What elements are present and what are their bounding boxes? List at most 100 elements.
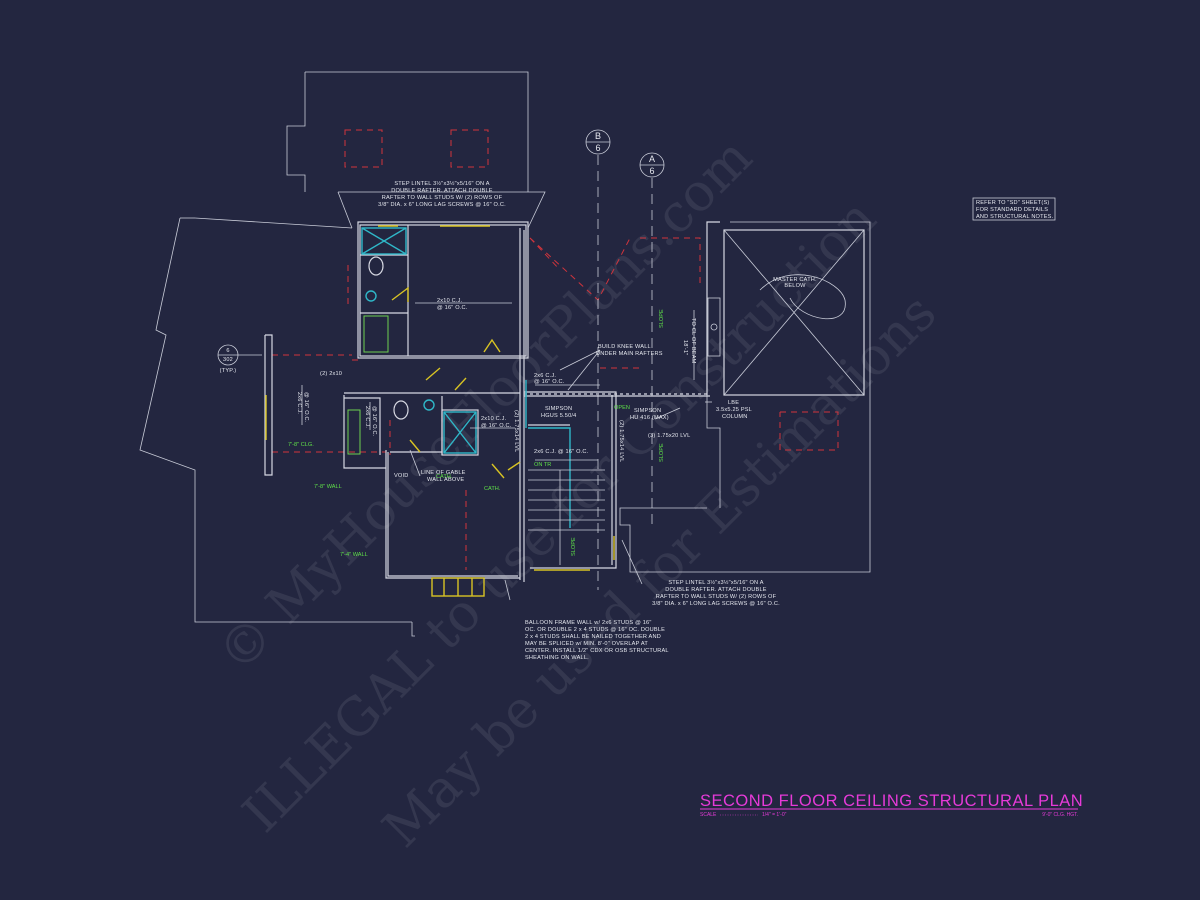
- note-simpson-2: SIMPSON HU 416 (MAX): [630, 408, 669, 421]
- open-label: OPEN: [614, 405, 630, 411]
- gable-1: LINE OF GABLE: [421, 470, 466, 476]
- balloon-6: SHEATHING ON WALL.: [525, 655, 589, 661]
- section-typ: (TYP.): [220, 368, 237, 374]
- note-balloon: BALLOON FRAME WALL w/ 2x6 STUDS @ 16" OC…: [525, 620, 669, 661]
- lintel-top-2: DOUBLE RAFTER. ATTACH DOUBLE: [391, 188, 493, 194]
- cath-label-2: CATH.: [484, 486, 501, 492]
- note-simpson-1: SIMPSON HGUS 5.50/4: [541, 406, 576, 419]
- section-marker: 6 302 (TYP.): [217, 344, 262, 374]
- cath-label-1: CATH.: [436, 474, 453, 480]
- knee-2: UNDER MAIN RAFTERS: [596, 351, 663, 357]
- grid-a-sheet: 6: [649, 166, 654, 176]
- lintel-bot-3: RAFTER TO WALL STUDS W/ (2) ROWS OF: [656, 594, 777, 600]
- wall-label-2: 7'-4" WALL: [340, 552, 368, 558]
- note-master: MASTER CATH. BELOW: [773, 277, 817, 289]
- lvl3: (2) 1.75x14 LVL: [618, 420, 624, 462]
- lvl1: (3) 1.75x20 LVL: [648, 433, 690, 439]
- grid-lines: [597, 155, 653, 590]
- watermark-line-3: May be used for Estimations: [372, 283, 948, 859]
- cj5-1: 2x6 C.J.: [296, 392, 302, 414]
- note-lintel-top: STEP LINTEL 3½"x3½"x5/16" ON A DOUBLE RA…: [378, 180, 506, 208]
- title-text: SECOND FLOOR CEILING STRUCTURAL PLAN: [700, 792, 1083, 810]
- lintel-bot-1: STEP LINTEL 3½"x3½"x5/16" ON A: [668, 579, 763, 586]
- lintel-top-3: RAFTER TO WALL STUDS W/ (2) ROWS OF: [382, 195, 503, 201]
- cj3-1: 2x10 C.J.: [481, 416, 507, 422]
- cl-beam-2: TO CL OF BEAM: [690, 318, 696, 364]
- cj1-1: 2x10 C.J.: [437, 298, 463, 304]
- interior-walls: [264, 221, 721, 582]
- cj2-2: @ 16" O.C.: [534, 379, 565, 385]
- grid-a-letter: A: [649, 154, 655, 164]
- doors: [265, 225, 615, 597]
- cj6-1: 2x6 C.J.: [364, 406, 370, 428]
- balloon-4: MAY BE SPLICED w/ MIN. 8'-0" OVERLAP AT: [525, 641, 648, 647]
- lintel-top-1: STEP LINTEL 3½"x3½"x5/16" ON A: [394, 180, 489, 187]
- grid-b-letter: B: [595, 131, 601, 141]
- grid-b-sheet: 6: [595, 143, 600, 153]
- double-2x10: (2) 2x10: [320, 371, 342, 377]
- simpson1-2: HGUS 5.50/4: [541, 413, 576, 419]
- note-cl-beam: 18'-1" TO CL OF BEAM: [682, 318, 696, 364]
- section-sheet: 302: [223, 357, 233, 363]
- note-ceiling-joists: 2x10 C.J. @ 16" O.C. 2x6 C.J. @ 16" O.C.…: [296, 298, 589, 455]
- cj6-2: @ 16" O.C.: [371, 406, 377, 437]
- note-lintel-bottom: STEP LINTEL 3½"x3½"x5/16" ON A DOUBLE RA…: [652, 579, 780, 607]
- balloon-2: OC. OR DOUBLE 2 x 4 STUDS @ 16" OC. DOUB…: [525, 627, 665, 633]
- grid-bubble-b: B 6: [585, 129, 611, 155]
- slope-label-1: SLOPE: [659, 309, 665, 328]
- master-2: BELOW: [784, 283, 806, 289]
- balloon-5: CENTER. INSTALL 1/2" CDX OR OSB STRUCTUR…: [525, 648, 669, 654]
- master-cathedral: [723, 229, 865, 396]
- beam-1: LBE: [728, 400, 739, 406]
- cj3-2: @ 16" O.C.: [481, 423, 512, 429]
- refer-line-3: AND STRUCTURAL NOTES.: [976, 214, 1054, 220]
- gable-2: WALL ABOVE: [427, 477, 464, 483]
- cl-beam-1: 18'-1": [682, 340, 688, 355]
- balloon-3: 2 x 4 STUDS SHALL BE NAILED TOGETHER AND: [525, 634, 661, 640]
- stairs: [361, 227, 605, 565]
- cj4-1: 2x6 C.J. @ 16" O.C.: [534, 449, 589, 455]
- simpson2-1: SIMPSON: [634, 408, 661, 414]
- annotation-lines: [301, 302, 712, 601]
- scale-label: SCALE: [700, 812, 717, 818]
- void-label: VOID: [394, 473, 408, 479]
- fixtures: [347, 256, 718, 455]
- lintel-top-4: 3/8" DIA. x 6" LONG LAG SCREWS @ 16" O.C…: [378, 202, 506, 208]
- note-knee-wall: BUILD KNEE WALL UNDER MAIN RAFTERS: [596, 344, 663, 357]
- scale-value: 1/4" = 1'-0": [762, 812, 787, 818]
- ceiling-height: 9'-0" CLG. HGT.: [1042, 812, 1078, 818]
- on-tr-label: ON TR: [534, 462, 551, 468]
- beam-2: 3.5x5.25 PSL: [716, 407, 752, 413]
- master-1: MASTER CATH.: [773, 277, 817, 283]
- drawing-title: SECOND FLOOR CEILING STRUCTURAL PLAN SCA…: [700, 792, 1083, 818]
- simpson2-2: HU 416 (MAX): [630, 415, 669, 421]
- slope-label-3: SLOPE: [571, 537, 577, 556]
- slope-label-2: SLOPE: [659, 443, 665, 462]
- toilet-icon: [368, 256, 384, 276]
- section-num: 6: [226, 348, 229, 354]
- refer-line-2: FOR STANDARD DETAILS: [976, 207, 1048, 213]
- note-beam: LBE 3.5x5.25 PSL COLUMN: [716, 400, 752, 420]
- watermark: © MyHouseFloorPlans.com ILLEGAL to use f…: [207, 127, 948, 859]
- toilet-icon: [393, 400, 409, 420]
- lvl2: (2) 1.75x14 LVL: [513, 410, 519, 452]
- beam-3: COLUMN: [722, 414, 747, 420]
- knee-1: BUILD KNEE WALL: [598, 344, 651, 350]
- refer-line-1: REFER TO "SD" SHEET(S): [976, 200, 1049, 206]
- green-labels: 7'-8" CLG. 7'-8" WALL 7'-4" WALL CATH. C…: [288, 309, 665, 558]
- simpson1-1: SIMPSON: [545, 406, 572, 412]
- clg-label: 7'-8" CLG.: [288, 442, 314, 448]
- grid-bubble-a: A 6: [639, 152, 665, 178]
- cj2-1: 2x6 C.J.: [534, 373, 556, 379]
- beam-line: [524, 393, 710, 397]
- cj1-2: @ 16" O.C.: [437, 305, 468, 311]
- cj5-2: @ 16" O.C.: [303, 392, 309, 423]
- note-gable: LINE OF GABLE WALL ABOVE: [421, 470, 466, 483]
- note-lvl: (3) 1.75x20 LVL (2) 1.75x14 LVL (2) 1.75…: [320, 371, 690, 479]
- wall-label-1: 7'-8" WALL: [314, 484, 342, 490]
- exterior-outline: [139, 71, 871, 637]
- balloon-1: BALLOON FRAME WALL w/ 2x6 STUDS @ 16": [525, 620, 652, 626]
- lintel-bot-2: DOUBLE RAFTER. ATTACH DOUBLE: [665, 587, 767, 593]
